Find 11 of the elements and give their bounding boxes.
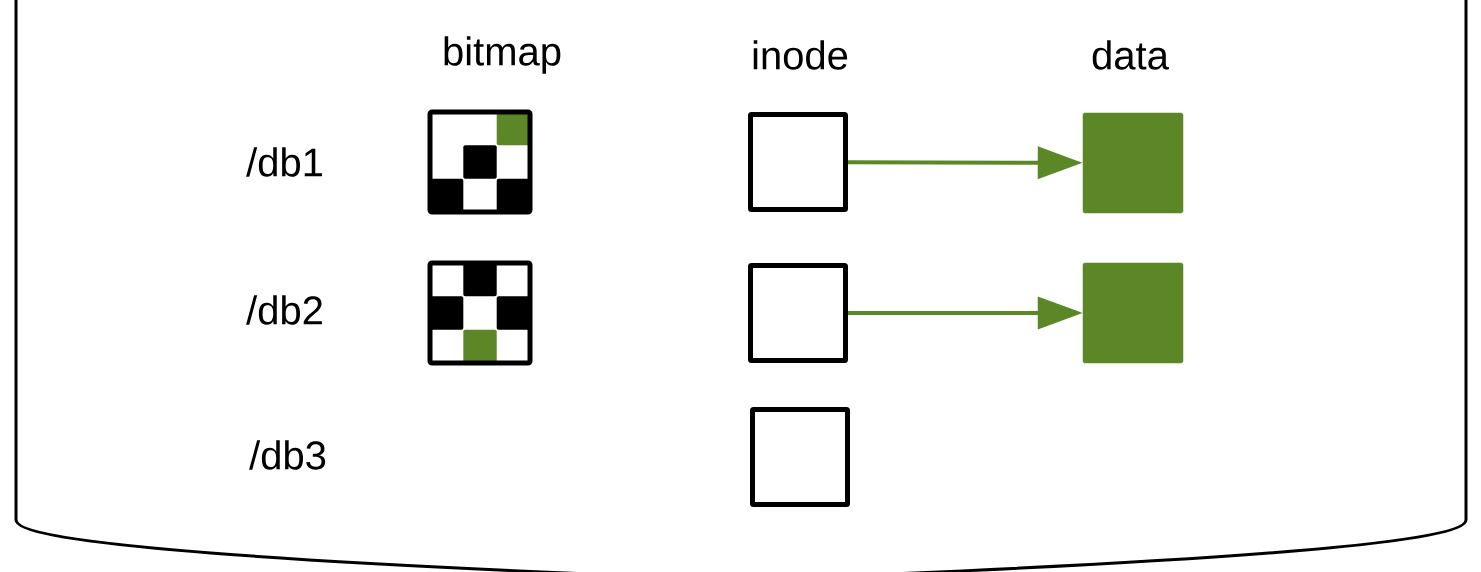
inode-box [750, 407, 850, 507]
path-label: /db2 [246, 295, 322, 325]
column-heading: inode [753, 40, 848, 70]
column-heading: data [1092, 40, 1169, 70]
data-block [1082, 112, 1184, 214]
inode-box [748, 112, 848, 212]
path-label: /db3 [249, 440, 326, 470]
path-label: /db1 [246, 147, 322, 177]
inode-box [748, 263, 848, 363]
data-block [1082, 262, 1184, 364]
column-heading: bitmap [444, 36, 561, 74]
